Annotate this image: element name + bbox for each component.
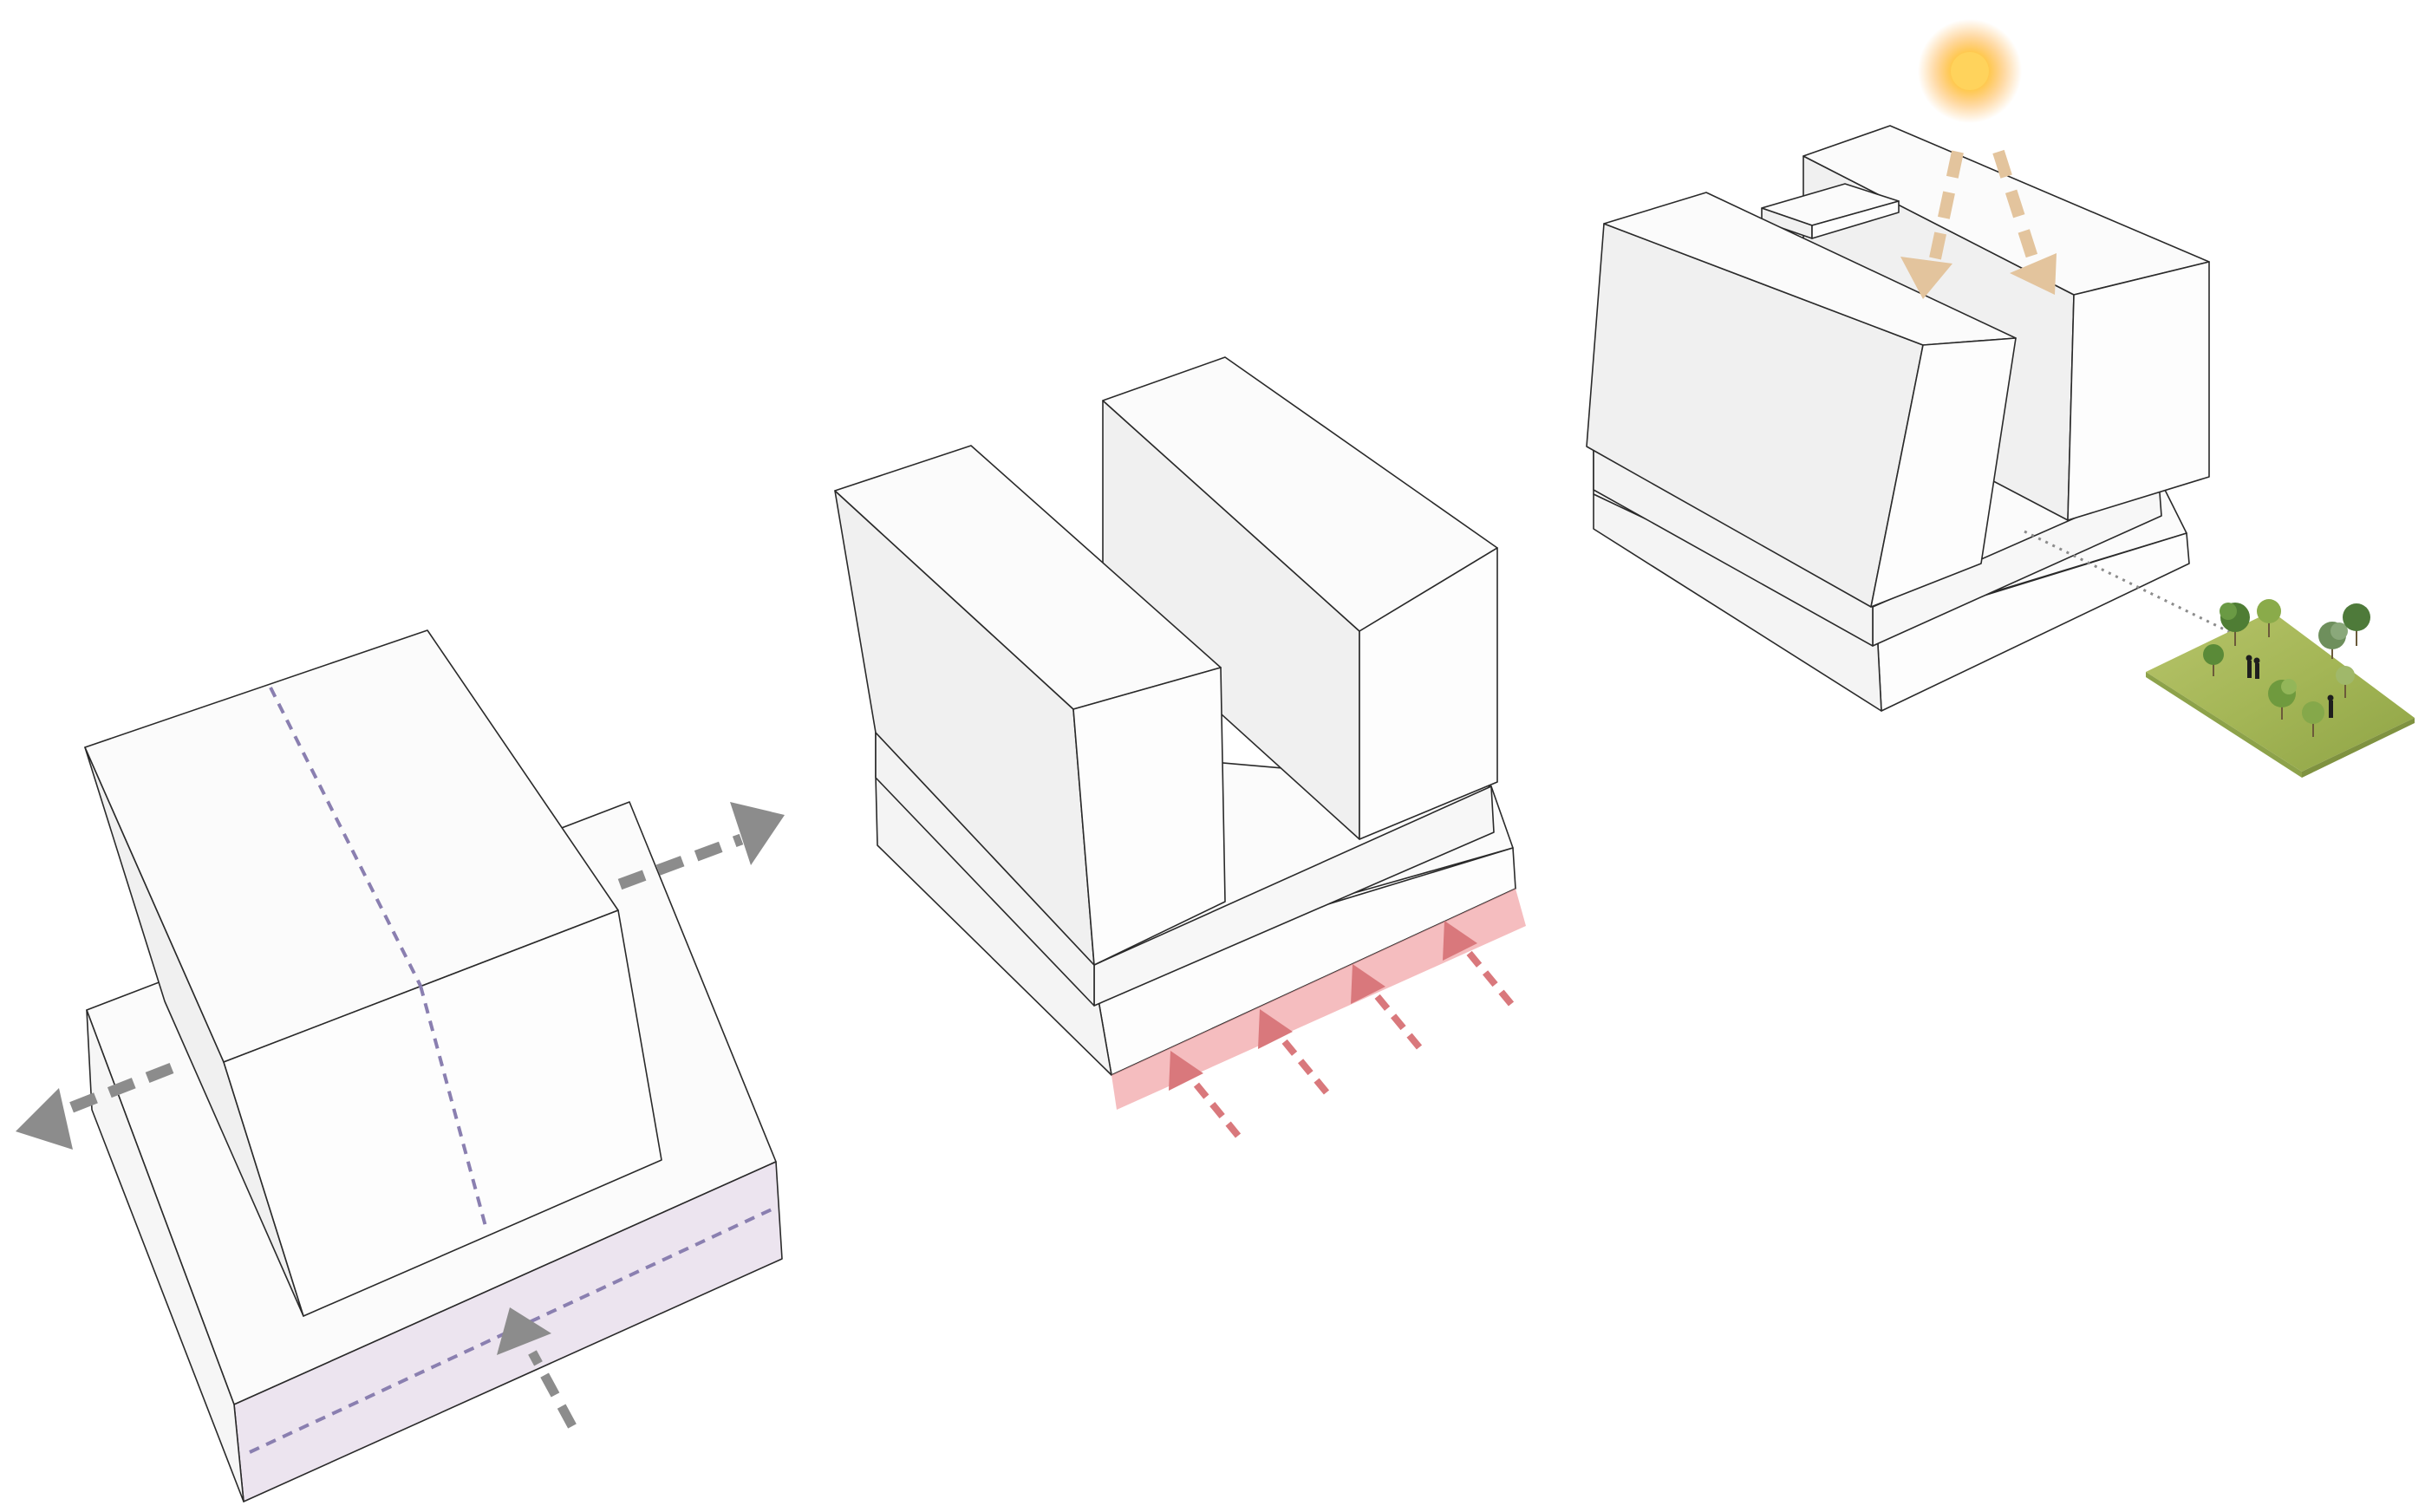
- tree-icon: [2318, 622, 2348, 659]
- street-frontage-band: [1111, 889, 1526, 1110]
- park-connection-line: [2024, 530, 2246, 642]
- park-icon: [2146, 599, 2415, 778]
- street-arrow-2: [1258, 1009, 1330, 1095]
- stage-3-front-slab: [1586, 192, 2017, 608]
- stage-2: [834, 356, 1526, 1138]
- person-icon: [2327, 694, 2334, 718]
- tower-axis-dashed-front: [419, 985, 488, 1230]
- tree-icon: [2302, 701, 2324, 737]
- sun-arrow-2: [1992, 149, 2057, 295]
- sun-icon: [1918, 19, 2022, 123]
- person-icon: [2253, 657, 2260, 679]
- view-arrow-up: [497, 1307, 577, 1429]
- street-arrow-1: [1169, 1051, 1242, 1138]
- tree-icon: [2257, 599, 2281, 637]
- tree-icon: [2268, 679, 2297, 720]
- stage-1: [16, 629, 785, 1502]
- tree-icon: [2336, 666, 2355, 698]
- tree-icon: [2220, 603, 2250, 646]
- stage-2-front-slab: [834, 445, 1226, 966]
- tree-icon: [2343, 603, 2370, 646]
- sun-arrows: [1900, 149, 2057, 299]
- sun-arrow-1: [1900, 150, 1964, 299]
- tree-icon: [2203, 644, 2224, 676]
- stage-3-bridge-block: [1761, 183, 1900, 239]
- street-arrow-4: [1443, 921, 1515, 1007]
- stage-2-rear-slab: [1102, 356, 1498, 840]
- stage-1-tower: [84, 629, 662, 1317]
- view-arrow-left: [16, 1062, 174, 1150]
- street-arrows: [1169, 921, 1515, 1138]
- stage-3: [1586, 19, 2415, 778]
- street-arrow-3: [1351, 964, 1423, 1050]
- tower-axis-dashed-top: [269, 687, 422, 987]
- plinth-axis-dashed: [249, 1208, 772, 1454]
- person-icon: [2246, 655, 2252, 678]
- view-arrow-right: [617, 802, 785, 890]
